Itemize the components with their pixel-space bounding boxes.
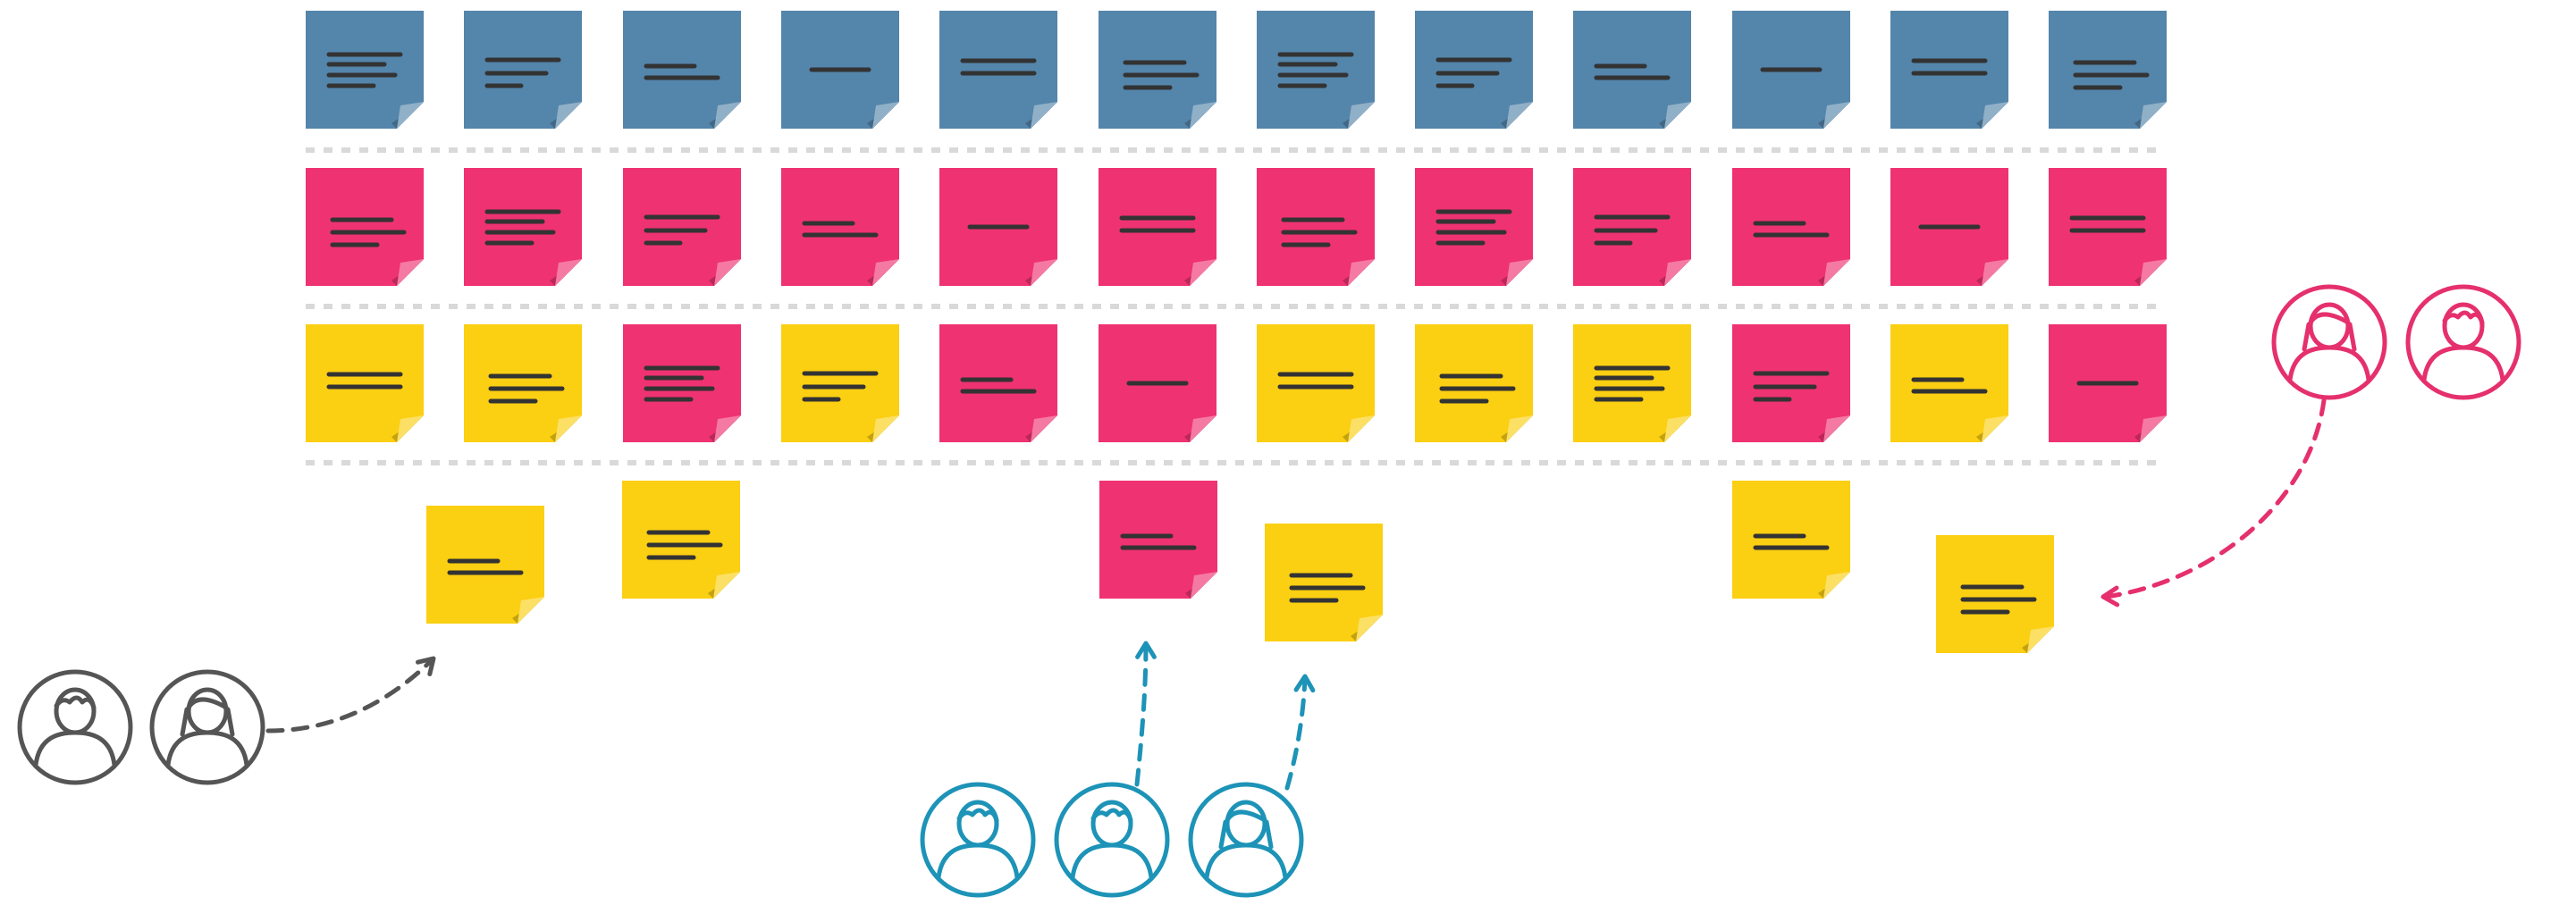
loose-sticky-note-4[interactable]	[1265, 524, 1383, 641]
sticky-note-r1-c9[interactable]	[1573, 11, 1691, 129]
sticky-note-r3-c1[interactable]	[306, 324, 424, 442]
sticky-note-r1-c10[interactable]	[1732, 11, 1850, 129]
sticky-note-r3-c12[interactable]	[2049, 324, 2167, 442]
sticky-note-r3-c4[interactable]	[781, 324, 899, 442]
sticky-note-r1-c7[interactable]	[1257, 11, 1375, 129]
sticky-note-r3-c5[interactable]	[939, 324, 1057, 442]
sticky-note-r1-c6[interactable]	[1099, 11, 1216, 129]
loose-sticky-note-5[interactable]	[1732, 481, 1850, 599]
dashed-arrow-icon-pink	[2100, 398, 2327, 608]
sticky-note-r2-c7[interactable]	[1257, 168, 1375, 286]
sticky-note-r1-c4[interactable]	[781, 11, 899, 129]
pink-group-avatar-2-boy[interactable]	[2405, 284, 2521, 400]
teal-group-avatar-1-boy[interactable]	[920, 782, 1036, 898]
sticky-note-r2-c3[interactable]	[623, 168, 741, 286]
gray-group-avatar-2-girl[interactable]	[149, 669, 265, 785]
loose-sticky-note-3[interactable]	[1099, 481, 1217, 599]
sticky-note-r1-c12[interactable]	[2049, 11, 2167, 129]
sticky-note-r1-c3[interactable]	[623, 11, 741, 129]
sticky-note-r1-c2[interactable]	[464, 11, 582, 129]
sticky-note-r1-c1[interactable]	[306, 11, 424, 129]
sticky-note-r3-c7[interactable]	[1257, 324, 1375, 442]
gray-group-avatar-1-boy[interactable]	[17, 669, 133, 785]
loose-sticky-note-1[interactable]	[426, 506, 544, 624]
sticky-note-r3-c10[interactable]	[1732, 324, 1850, 442]
sticky-note-r3-c8[interactable]	[1415, 324, 1533, 442]
sticky-note-r2-c12[interactable]	[2049, 168, 2167, 286]
sticky-note-r3-c3[interactable]	[623, 324, 741, 442]
sticky-note-r2-c4[interactable]	[781, 168, 899, 286]
sticky-note-r2-c6[interactable]	[1099, 168, 1216, 286]
sticky-note-r3-c9[interactable]	[1573, 324, 1691, 442]
dashed-arrow-icon-teal-1	[1134, 641, 1157, 787]
sticky-note-r1-c8[interactable]	[1415, 11, 1533, 129]
teal-group-avatar-2-boy[interactable]	[1054, 782, 1170, 898]
sticky-note-r3-c6[interactable]	[1099, 324, 1216, 442]
dashed-arrow-icon-teal-2	[1284, 674, 1316, 791]
sticky-note-r2-c8[interactable]	[1415, 168, 1533, 286]
sticky-note-r2-c10[interactable]	[1732, 168, 1850, 286]
sticky-note-r2-c11[interactable]	[1890, 168, 2008, 286]
sticky-note-r2-c5[interactable]	[939, 168, 1057, 286]
pink-group-avatar-1-girl[interactable]	[2271, 284, 2387, 400]
loose-sticky-note-6[interactable]	[1936, 535, 2054, 653]
sticky-note-r3-c2[interactable]	[464, 324, 582, 442]
sticky-note-r3-c11[interactable]	[1890, 324, 2008, 442]
sticky-note-r1-c11[interactable]	[1890, 11, 2008, 129]
loose-sticky-note-2[interactable]	[622, 481, 740, 599]
sticky-note-r2-c2[interactable]	[464, 168, 582, 286]
sticky-note-r1-c5[interactable]	[939, 11, 1057, 129]
sticky-note-r2-c1[interactable]	[306, 168, 424, 286]
dashed-arrow-icon-gray	[265, 656, 436, 733]
teal-group-avatar-3-girl[interactable]	[1188, 782, 1304, 898]
sticky-note-r2-c9[interactable]	[1573, 168, 1691, 286]
